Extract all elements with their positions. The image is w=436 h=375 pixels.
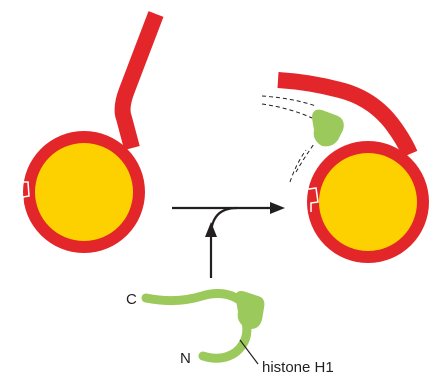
right-dna-dashed-path-left-a [296, 144, 314, 172]
histone-h1-globular-domain [236, 291, 265, 329]
right-dna-dashed-path-left-b [290, 150, 306, 182]
right-nucleosome [262, 80, 429, 263]
right-histone-core [319, 153, 417, 251]
histone-h1-leader-line [240, 340, 258, 364]
n-terminus-label: N [180, 350, 191, 367]
right-dna-dashed-path-lower [262, 96, 316, 106]
c-terminus-label: C [126, 291, 137, 308]
left-nucleosome [16, 14, 156, 253]
left-dna-linker-strand [123, 14, 156, 148]
main-arrowhead [270, 202, 285, 214]
bound-histone-h1-globular-domain [312, 110, 344, 147]
reaction-arrows [172, 202, 285, 278]
right-dna-linker-strand [278, 80, 410, 154]
histone-h1-c-tail [146, 294, 242, 302]
histone-h1-label: histone H1 [262, 359, 334, 375]
binding-arrow-shaft [211, 208, 237, 278]
left-histone-core [35, 143, 133, 241]
binding-arrowhead [205, 222, 217, 237]
free-histone-h1 [146, 291, 264, 364]
right-dna-dashed-path-upper [262, 104, 312, 118]
